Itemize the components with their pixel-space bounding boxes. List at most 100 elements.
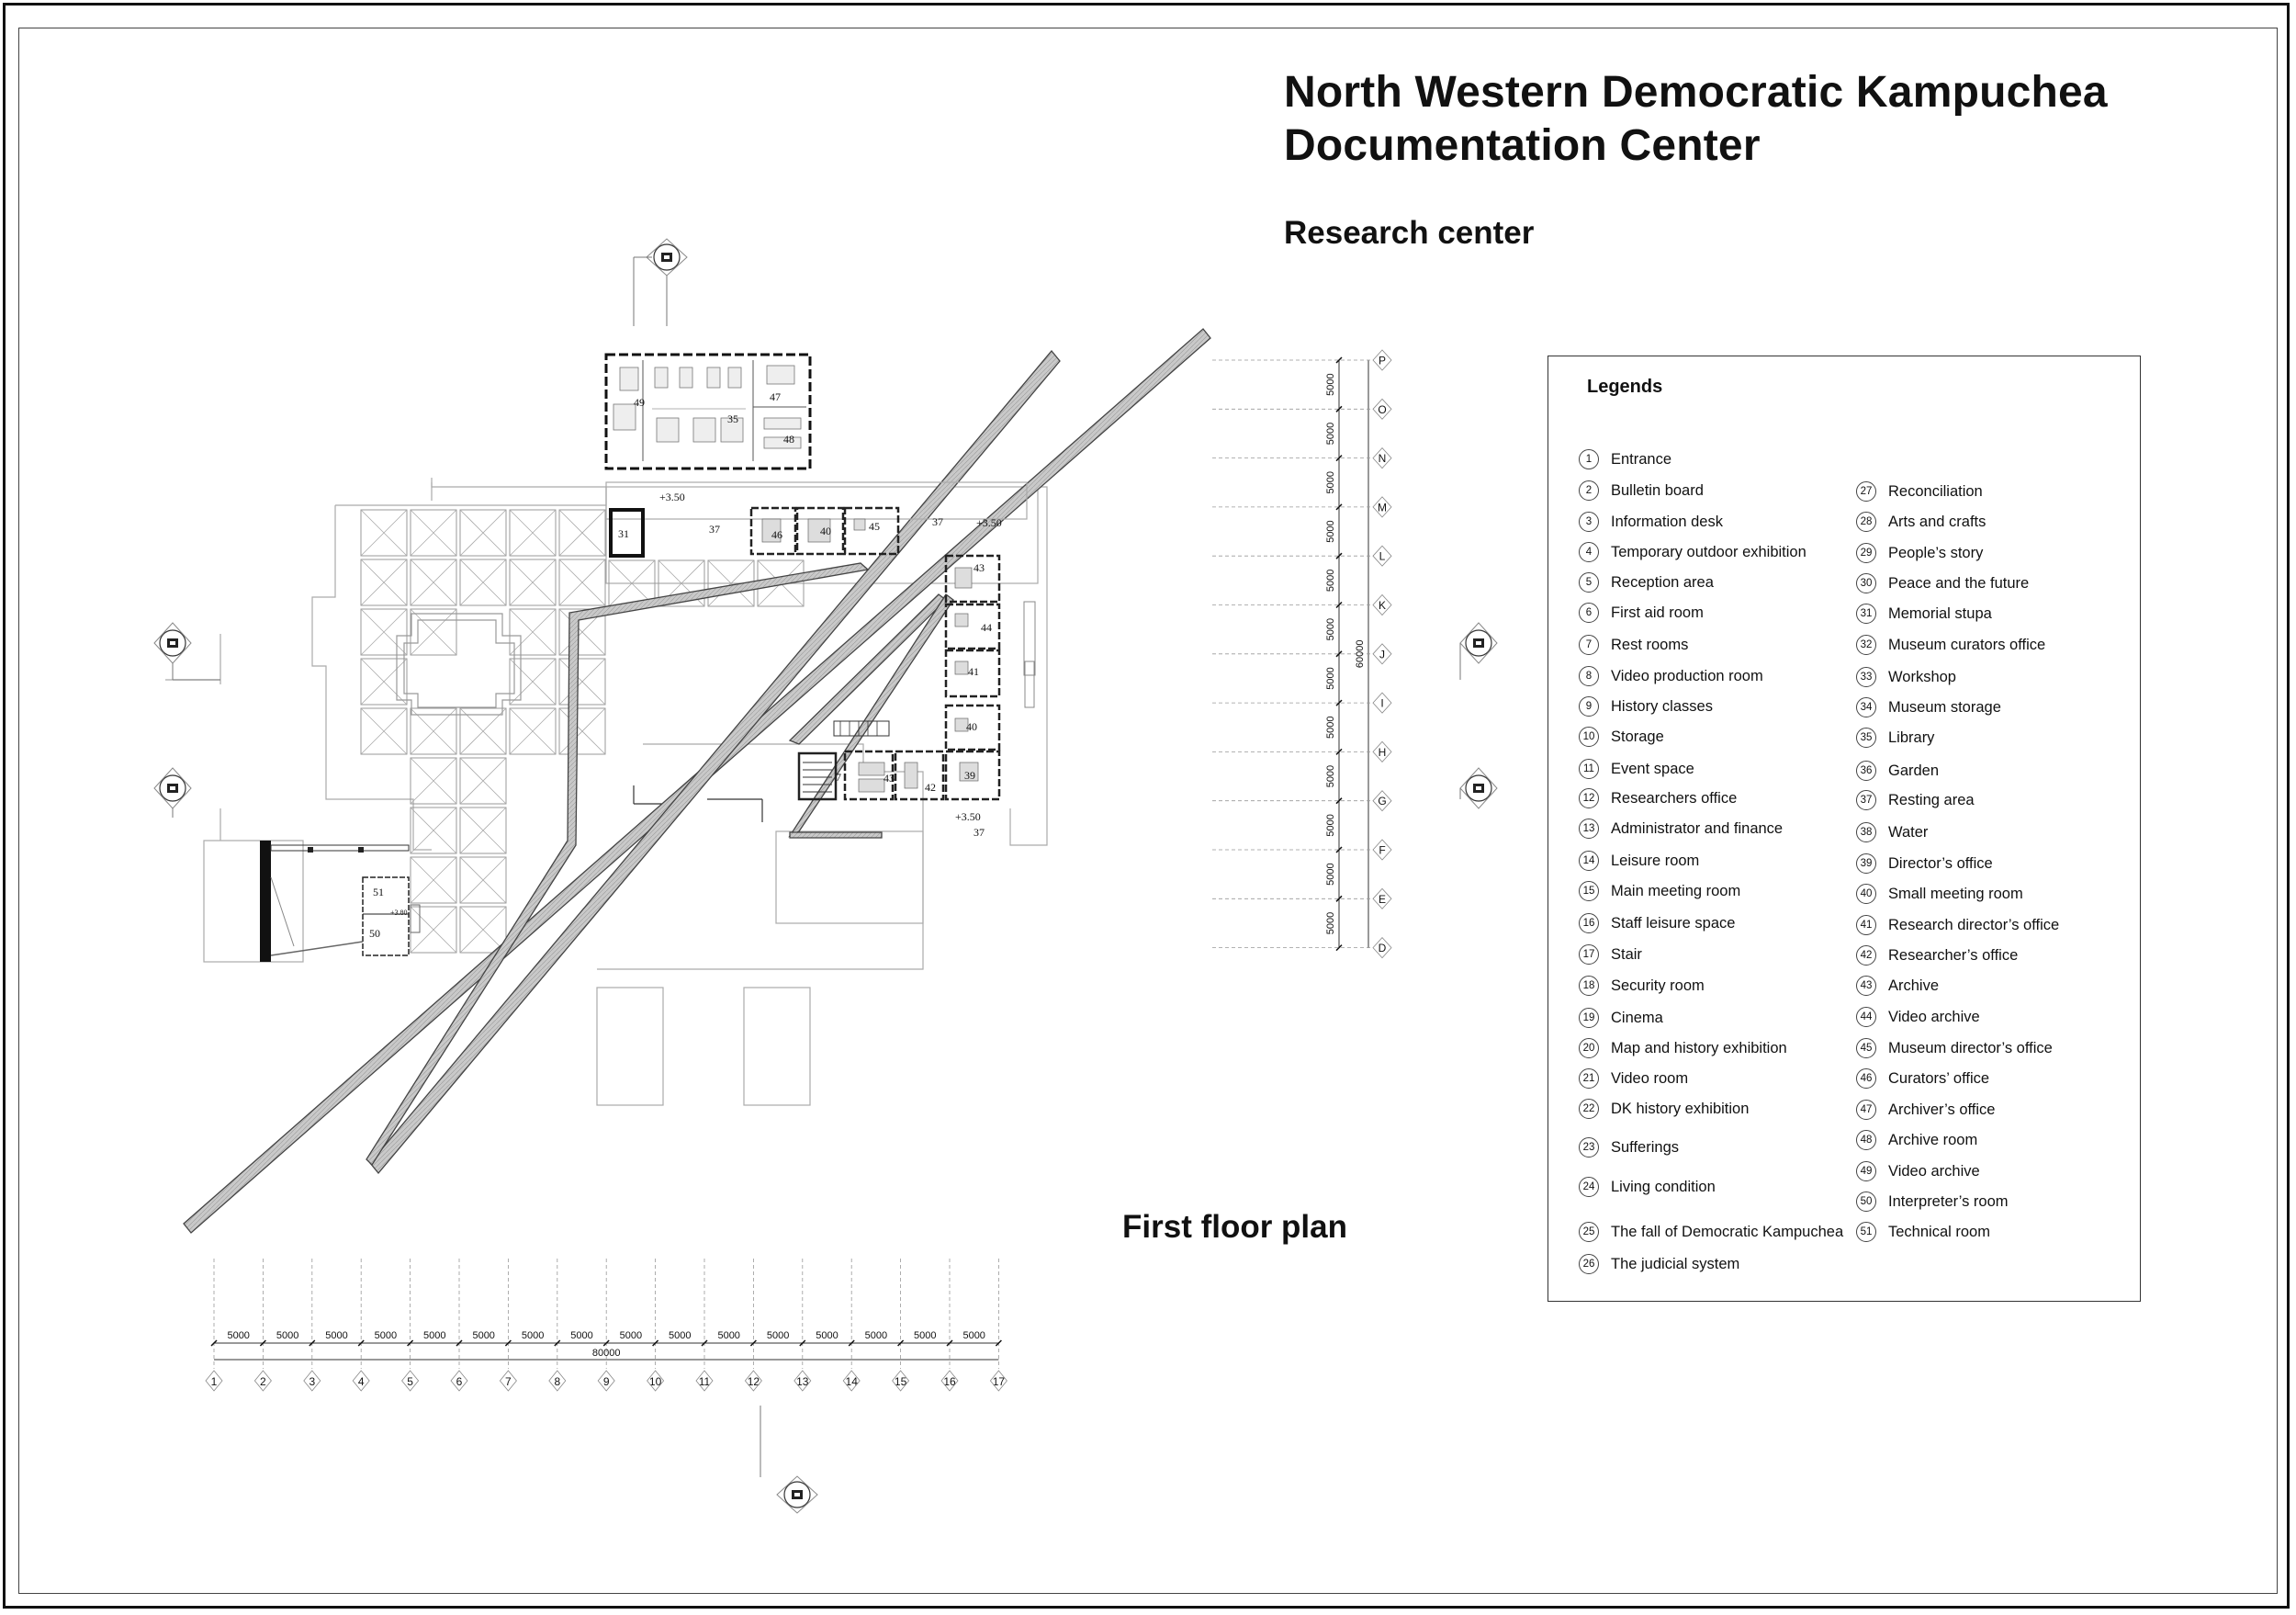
legend-item-number: 5 — [1579, 572, 1599, 593]
grid-axis-label: O — [1378, 403, 1386, 416]
dimension-label: 5000 — [1325, 423, 1336, 445]
room-label: 41 — [968, 665, 979, 678]
legend-item-label: The fall of Democratic Kampuchea — [1611, 1223, 1844, 1240]
grid-bay — [558, 559, 606, 606]
grid-bubble — [744, 1370, 762, 1392]
legend-item-number: 24 — [1579, 1177, 1599, 1197]
dimension-tick — [210, 1339, 218, 1347]
dimension-tick — [848, 1339, 855, 1347]
grid-bay — [509, 559, 557, 606]
room-label: 31 — [618, 527, 629, 540]
dimension-label: 5000 — [767, 1330, 789, 1341]
grid-bay-diagonal — [360, 608, 408, 656]
legend-item-number: 26 — [1579, 1254, 1599, 1274]
grid-bubble — [989, 1370, 1007, 1392]
legend-item-label: First aid room — [1611, 604, 1704, 621]
grid-bubble — [253, 1370, 272, 1392]
drawing-subtitle: Research center — [1284, 215, 1535, 251]
dimension-label: 5000 — [914, 1330, 936, 1341]
level-mark: +3.50 — [659, 491, 685, 503]
grid-bay-diagonal — [410, 608, 457, 656]
grid-bay — [509, 707, 557, 755]
plan-title: First floor plan — [1122, 1209, 1347, 1245]
legend-item-number: 11 — [1579, 759, 1599, 779]
legend-item-label: Library — [1888, 728, 1935, 746]
grid-bay-diagonal — [459, 559, 507, 606]
grid-axis-label: 10 — [649, 1375, 662, 1388]
dimension-label: 5000 — [1325, 912, 1336, 934]
grid-bay — [558, 608, 606, 656]
dimension-label: 5000 — [227, 1330, 249, 1341]
dimension-tick — [357, 1339, 365, 1347]
room-label: 51 — [373, 886, 384, 898]
grid-bay — [410, 757, 457, 805]
dimension-tick — [701, 1339, 708, 1347]
dimension-tick — [1335, 699, 1343, 706]
dimension-label: 5000 — [375, 1330, 397, 1341]
grid-bubble — [548, 1370, 567, 1392]
section-marker-icon — [153, 622, 192, 664]
dimension-tick — [456, 1339, 463, 1347]
grid-bubble — [1372, 790, 1392, 812]
legend-item-label: Storage — [1611, 728, 1664, 745]
room-label: 37 — [932, 515, 943, 528]
legend-item-label: Museum storage — [1888, 698, 2001, 716]
grid-bay — [509, 509, 557, 557]
grid-bay — [459, 906, 507, 954]
grid-axis-label: 2 — [260, 1375, 266, 1388]
dimension-tick — [1335, 405, 1343, 412]
grid-axis-label: 4 — [358, 1375, 365, 1388]
dimension-label: 5000 — [1325, 814, 1336, 836]
room-label: 39 — [964, 769, 975, 782]
dimension-tick — [554, 1339, 561, 1347]
grid-bubble — [1372, 447, 1392, 469]
grid-bay — [509, 658, 557, 706]
level-mark: +3.50 — [976, 516, 1002, 529]
legend-item-label: Administrator and finance — [1611, 819, 1784, 837]
grid-bay — [658, 559, 705, 607]
grid-bay — [360, 559, 408, 606]
grid-bay — [410, 509, 457, 557]
grid-bay — [558, 509, 606, 557]
dimension-tick — [1335, 455, 1343, 462]
room-label: 43 — [884, 772, 895, 785]
diagonal-walls — [183, 328, 1211, 1234]
grid-bubble — [647, 1370, 665, 1392]
legend-item-number: 18 — [1579, 976, 1599, 996]
room-label: 46 — [771, 528, 782, 541]
dimension-label: 5000 — [522, 1330, 544, 1341]
grid-bay-diagonal — [558, 658, 606, 706]
level-mark: +3.50 — [955, 810, 981, 823]
dimension-label: 5000 — [669, 1330, 691, 1341]
grid-bay-diagonal — [360, 658, 408, 706]
grid-bay — [410, 559, 457, 606]
grid-bubble — [892, 1370, 910, 1392]
grid-axis-label: 16 — [943, 1375, 956, 1388]
grid-axis-label: P — [1379, 355, 1386, 367]
dimension-label: 5000 — [1325, 717, 1336, 739]
courtyard — [396, 613, 522, 716]
legend-item-label: History classes — [1611, 697, 1713, 715]
legend-item-number: 31 — [1856, 604, 1876, 624]
grid-bay-diagonal — [459, 509, 507, 557]
legend-item-number: 44 — [1856, 1007, 1876, 1027]
